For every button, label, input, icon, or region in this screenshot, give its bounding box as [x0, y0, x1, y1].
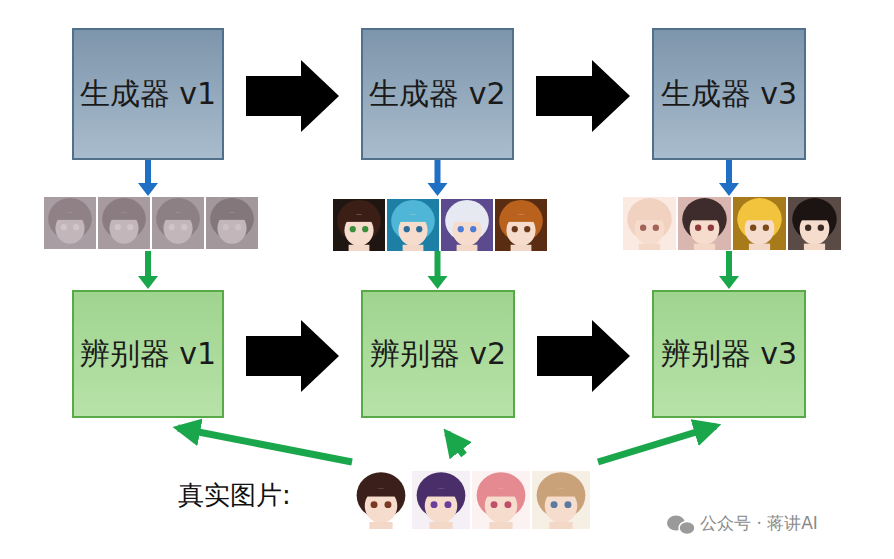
generator-box: 生成器 v3 [652, 28, 806, 160]
generator-box: 生成器 v1 [72, 28, 224, 160]
wechat-icon [667, 516, 695, 535]
box-label: 辨别器 v3 [654, 335, 804, 373]
box-label: 辨别器 v2 [363, 335, 513, 373]
watermark: 公众号 · 蒋讲AI [700, 512, 818, 535]
connector-arrow [246, 320, 339, 392]
box-label: 生成器 v3 [654, 75, 804, 113]
box-label: 辨别器 v1 [74, 335, 222, 373]
connector-arrow [536, 60, 630, 132]
discriminator-box: 辨别器 v2 [361, 290, 515, 418]
discriminator-box: 辨别器 v1 [72, 290, 224, 418]
box-label: 生成器 v2 [363, 75, 512, 113]
discriminator-box: 辨别器 v3 [652, 290, 806, 418]
connector-arrow [138, 160, 158, 289]
connector-arrow [537, 320, 630, 392]
real-image-arrows [178, 426, 716, 462]
image-thumbnails [44, 197, 841, 529]
connector-arrow [428, 160, 448, 289]
connector-arrow [719, 160, 739, 289]
real-images-label: 真实图片: [178, 478, 291, 513]
generator-box: 生成器 v2 [361, 28, 514, 160]
box-label: 生成器 v1 [74, 75, 222, 113]
connector-arrow [246, 60, 339, 132]
